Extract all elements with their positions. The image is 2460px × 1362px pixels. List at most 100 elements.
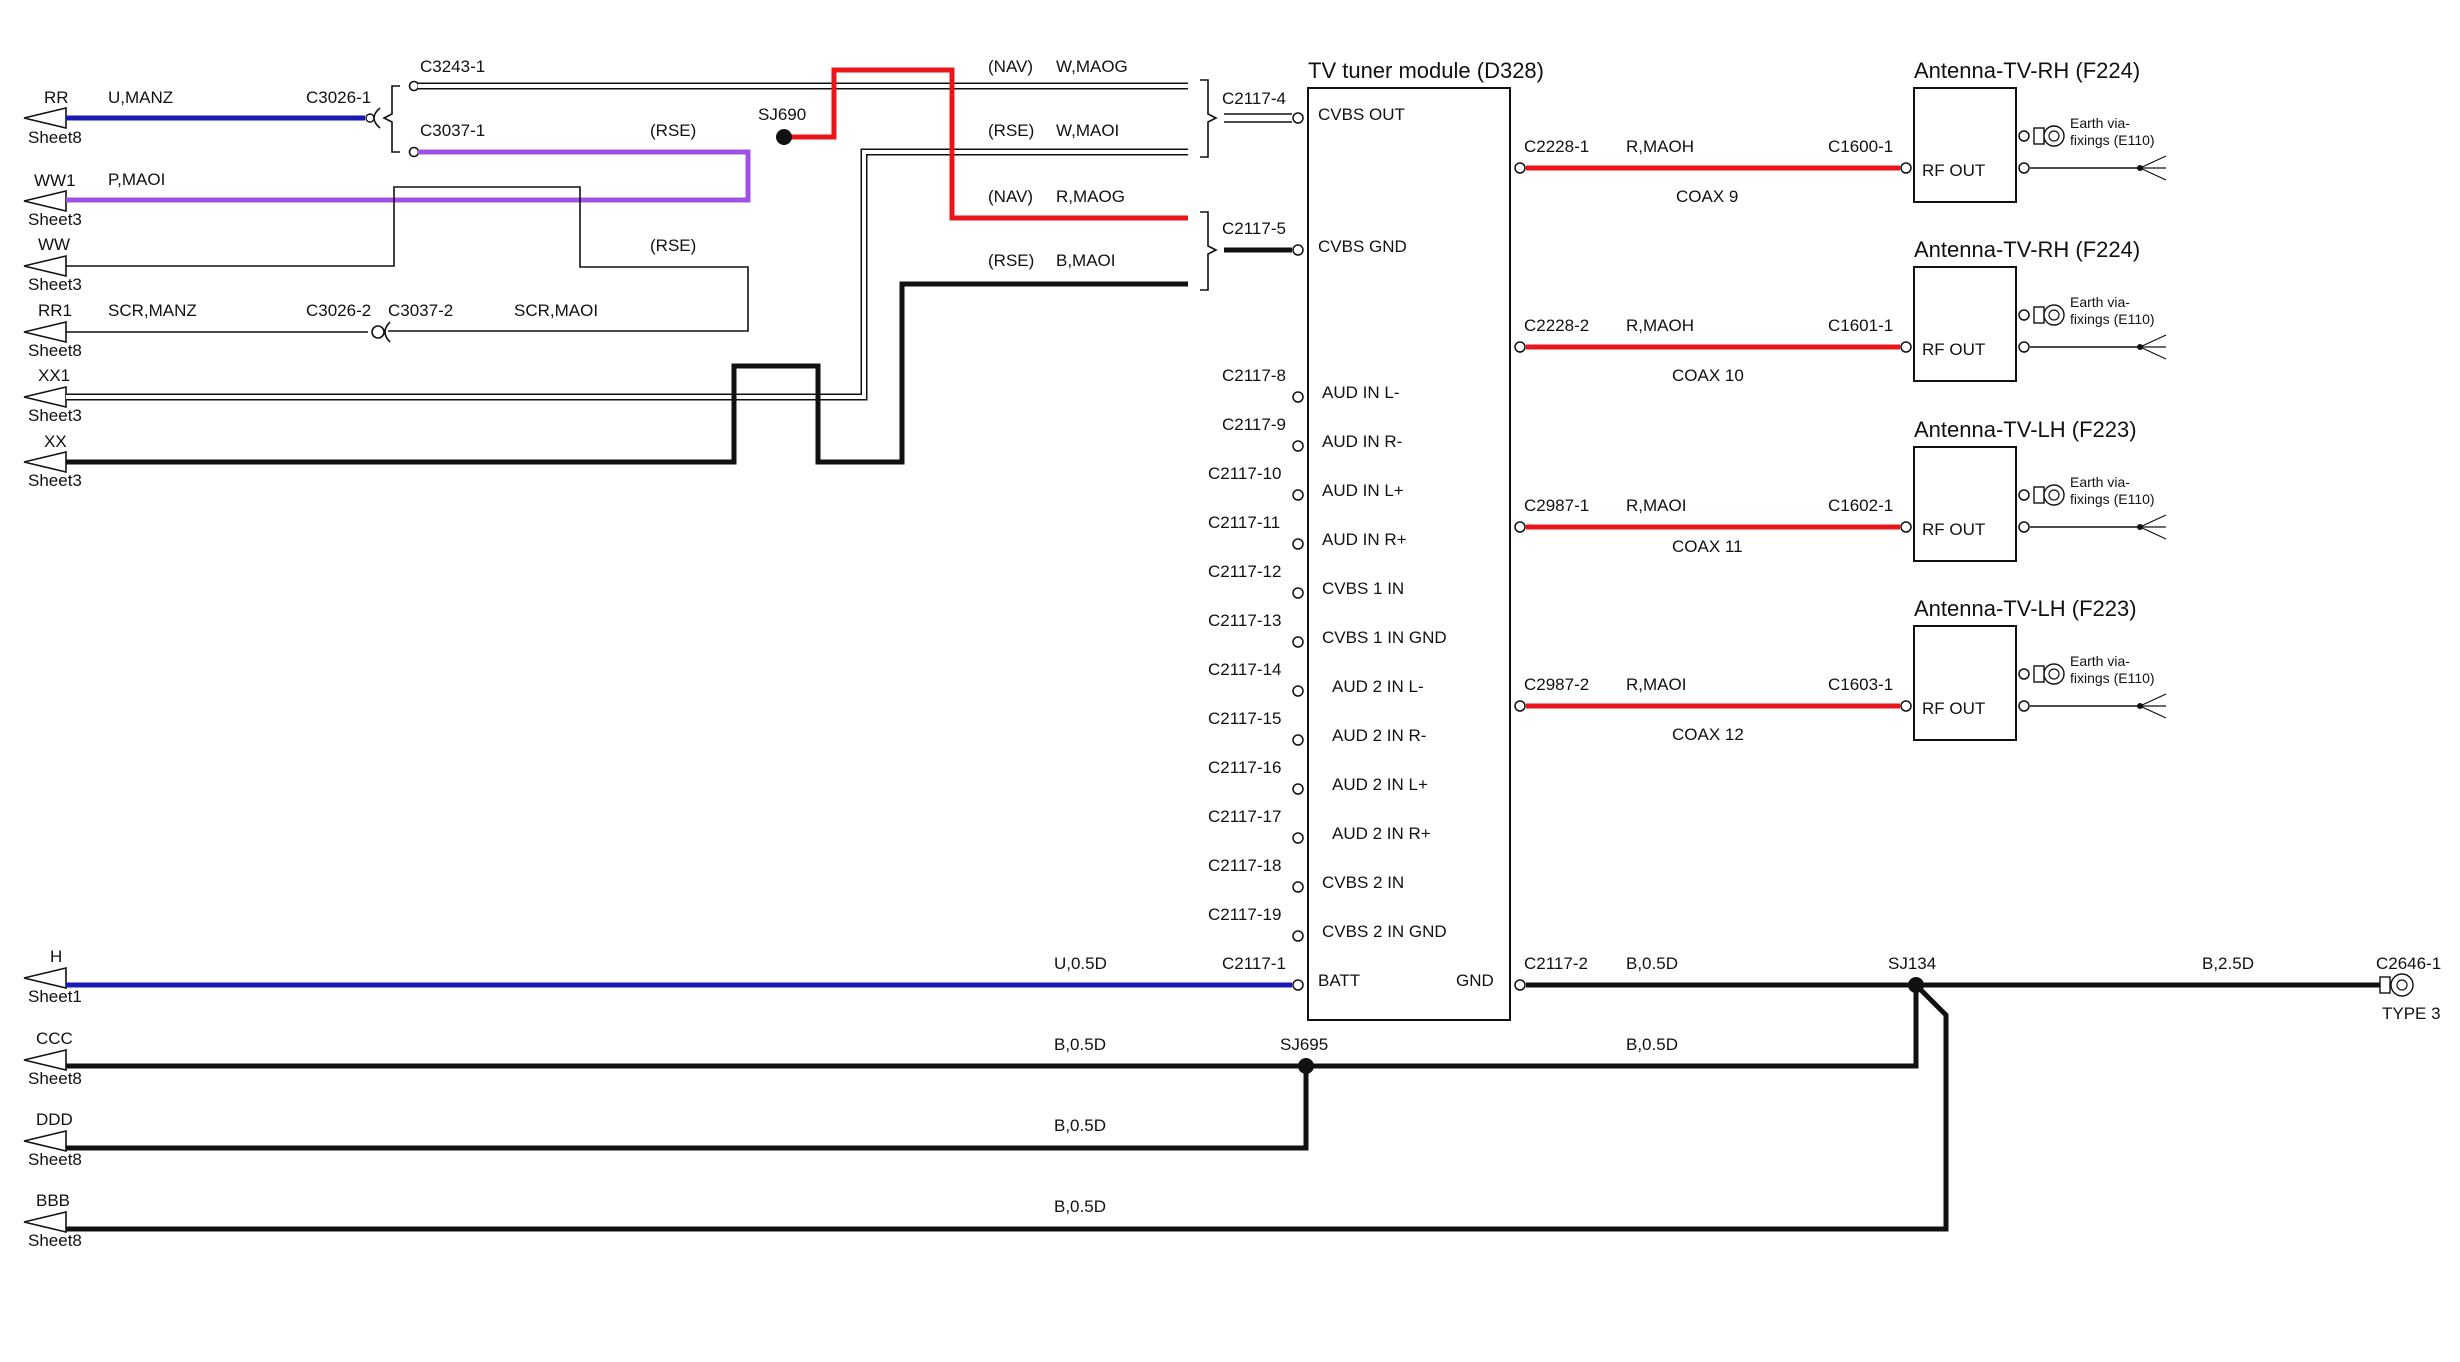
label-nav-2: (NAV): [988, 187, 1033, 206]
bracket-c2117-4: [1200, 79, 1218, 158]
antenna-1: Antenna-TV-RH (F224) RF OUT C2228-1 R,MA…: [1514, 58, 2167, 206]
antenna-2: Antenna-TV-RH (F224) RF OUT C2228-2 R,MA…: [1514, 237, 2167, 385]
conn-c2117-19: C2117-19: [1208, 905, 1281, 924]
offpage-xx-name: XX: [44, 432, 67, 451]
antenna-1-right-conn: C1600-1: [1828, 137, 1893, 156]
offpage-ww1-name: WW1: [34, 171, 76, 190]
antenna-3-earth-line2: fixings (E110): [2070, 491, 2155, 507]
module-pin-labels: CVBS OUT CVBS GND AUD IN L- AUD IN R- AU…: [1318, 105, 1494, 990]
label-b-05d-ccc: B,0.5D: [1054, 1035, 1106, 1054]
pin-batt: BATT: [1318, 971, 1360, 990]
antenna-1-title: Antenna-TV-RH (F224): [1914, 58, 2140, 83]
offpage-ww1-sheet: Sheet3: [28, 210, 82, 229]
antenna-3-wire: R,MAOI: [1626, 496, 1686, 515]
label-u-manz: U,MANZ: [108, 88, 173, 107]
label-b-05d-bbb: B,0.5D: [1054, 1197, 1106, 1216]
top-left-labels: C3243-1 C3037-1 C3026-1 U,MANZ P,MAOI SC…: [108, 57, 1128, 320]
pin-aud-in-r-minus: AUD IN R-: [1322, 432, 1402, 451]
antenna-3-pin: RF OUT: [1922, 520, 1985, 539]
module-left-pins: [1292, 112, 1304, 991]
label-c3037-2: C3037-2: [388, 301, 453, 320]
connector-c3026-2: [371, 325, 385, 339]
antenna-3-earth-line1: Earth via-: [2070, 474, 2130, 490]
antenna-2-right-conn: C1601-1: [1828, 316, 1893, 335]
antenna-4-earth-line2: fixings (E110): [2070, 670, 2155, 686]
antenna-4-title: Antenna-TV-LH (F223): [1914, 596, 2137, 621]
antenna-3-coax: COAX 11: [1672, 537, 1743, 556]
pin-cvbs2-in-gnd: CVBS 2 IN GND: [1322, 922, 1447, 941]
antenna-1-earth-line1: Earth via-: [2070, 115, 2130, 131]
wire-xx-black: [66, 281, 1188, 465]
conn-c2117-17: C2117-17: [1208, 807, 1281, 826]
antenna-4-earth-line1: Earth via-: [2070, 653, 2130, 669]
offpage-rr-sheet: Sheet8: [28, 128, 82, 147]
conn-c2117-18: C2117-18: [1208, 856, 1281, 875]
offpage-ddd-sheet: Sheet8: [28, 1150, 82, 1169]
label-c3026-2: C3026-2: [306, 301, 371, 320]
label-r-maog: R,MAOG: [1056, 187, 1125, 206]
antenna-3-left-conn: C2987-1: [1524, 496, 1589, 515]
conn-c2117-5: C2117-5: [1222, 219, 1286, 238]
offpage-h-name: H: [50, 947, 62, 966]
label-b-05d-sj695: B,0.5D: [1626, 1035, 1678, 1054]
label-b-25d: B,2.5D: [2202, 954, 2254, 973]
offpage-rr-name: RR: [44, 88, 69, 107]
conn-c2117-10: C2117-10: [1208, 464, 1281, 483]
antenna-4-coax: COAX 12: [1672, 725, 1744, 744]
pin-c3243-1: [408, 80, 420, 92]
antenna-2-left-conn: C2228-2: [1524, 316, 1589, 335]
label-sj695: SJ695: [1280, 1035, 1328, 1054]
conn-c2117-8: C2117-8: [1222, 366, 1286, 385]
label-sj690: SJ690: [758, 105, 806, 124]
antenna-1-wire: R,MAOH: [1626, 137, 1694, 156]
wire-ww-thin: [66, 186, 749, 332]
offpage-ddd-name: DDD: [36, 1110, 73, 1129]
offpage-ccc-name: CCC: [36, 1029, 73, 1048]
offpage-labels: RR Sheet8 WW1 Sheet3 WW Sheet3 RR1 Sheet…: [28, 88, 82, 1250]
offpage-rr1-name: RR1: [38, 301, 72, 320]
label-c3037-1: C3037-1: [420, 121, 485, 140]
tv-tuner-module-title: TV tuner module (D328): [1308, 58, 1544, 83]
bracket-c3243-c3037: [382, 85, 400, 153]
conn-c2117-15: C2117-15: [1208, 709, 1281, 728]
label-b-maoi: B,MAOI: [1056, 251, 1116, 270]
antenna-1-coax: COAX 9: [1676, 187, 1738, 206]
conn-c2117-16: C2117-16: [1208, 758, 1281, 777]
label-rse-4: (RSE): [988, 251, 1034, 270]
antenna-4-right-conn: C1603-1: [1828, 675, 1893, 694]
pin-c3037-1: [408, 146, 420, 158]
antenna-3-right-conn: C1602-1: [1828, 496, 1893, 515]
antenna-4-wire: R,MAOI: [1626, 675, 1686, 694]
conn-c2117-9: C2117-9: [1222, 415, 1286, 434]
offpage-xx1-name: XX1: [38, 366, 70, 385]
pin-aud-in-l-minus: AUD IN L-: [1322, 383, 1399, 402]
pin-aud2-in-r-minus: AUD 2 IN R-: [1332, 726, 1426, 745]
pin-cvbs-gnd: CVBS GND: [1318, 237, 1407, 256]
offpage-ccc-sheet: Sheet8: [28, 1069, 82, 1088]
conn-c2117-14: C2117-14: [1208, 660, 1281, 679]
antenna-2-title: Antenna-TV-RH (F224): [1914, 237, 2140, 262]
label-c2646-1: C2646-1: [2376, 954, 2441, 973]
label-w-maoi: W,MAOI: [1056, 121, 1119, 140]
antenna-2-earth-line1: Earth via-: [2070, 294, 2130, 310]
label-b-05d-gnd: B,0.5D: [1626, 954, 1678, 973]
bracket-c2117-5: [1200, 211, 1218, 291]
label-scr-maoi: SCR,MAOI: [514, 301, 598, 320]
antenna-1-left-conn: C2228-1: [1524, 137, 1589, 156]
label-u-05d: U,0.5D: [1054, 954, 1107, 973]
wire-sj134-to-ccc: [66, 985, 1919, 1069]
pin-aud-in-l-plus: AUD IN L+: [1322, 481, 1404, 500]
label-scr-manz: SCR,MANZ: [108, 301, 197, 320]
label-type3: TYPE 3: [2382, 1004, 2441, 1023]
antenna-2-earth-line2: fixings (E110): [2070, 311, 2155, 327]
connector-c3026-1: [373, 107, 381, 129]
antenna-2-coax: COAX 10: [1672, 366, 1744, 385]
label-rse-3: (RSE): [988, 121, 1034, 140]
conn-c2117-1: C2117-1: [1222, 954, 1286, 973]
label-w-maog: W,MAOG: [1056, 57, 1128, 76]
pin-aud-in-r-plus: AUD IN R+: [1322, 530, 1407, 549]
conn-c2117-2: C2117-2: [1524, 954, 1588, 973]
label-sj134: SJ134: [1888, 954, 1936, 973]
wire-c3037-purple: [66, 149, 751, 203]
